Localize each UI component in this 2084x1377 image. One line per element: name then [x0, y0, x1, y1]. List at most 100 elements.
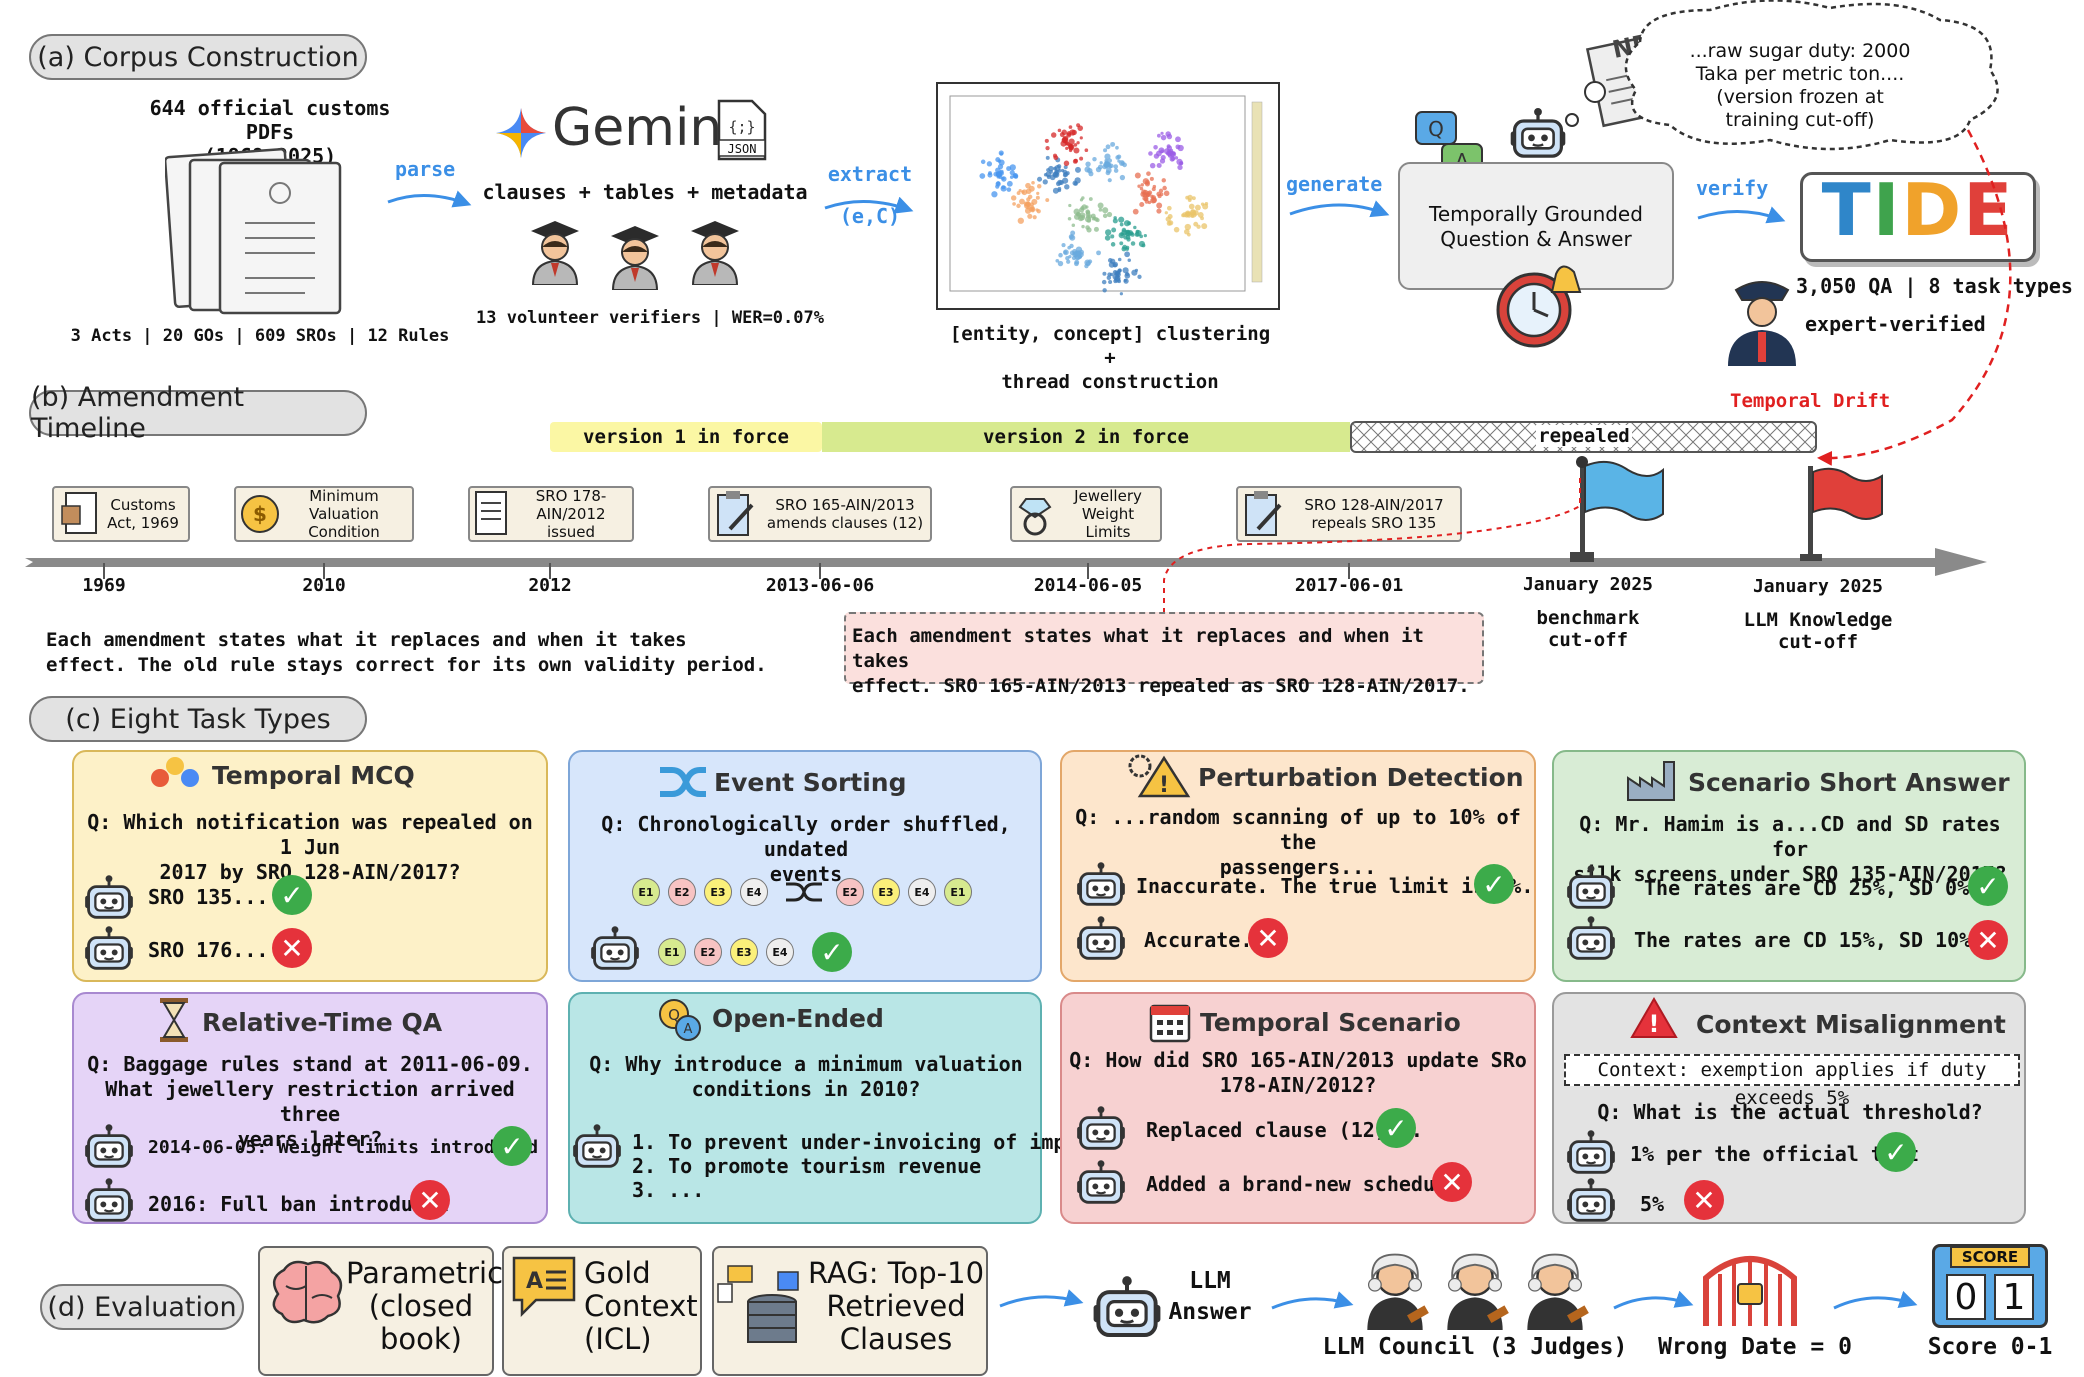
timeline-note-repeal: Each amendment states what it replaces a…	[844, 612, 1484, 697]
ctx-title: Context Misalignment	[1696, 1010, 2006, 1039]
tide-badge	[1800, 172, 2036, 262]
svg-text:Q: Q	[668, 1006, 680, 1024]
svg-text:!: !	[1159, 773, 1169, 798]
tick-2010	[323, 563, 325, 579]
parse-label: parse	[395, 157, 456, 181]
date-2017: 2017-06-01	[1294, 575, 1404, 596]
pdf-stats: 3 Acts | 20 GOs | 609 SROs | 12 Rules	[70, 326, 450, 346]
svg-text:A: A	[526, 1269, 543, 1294]
robot-icon	[84, 926, 134, 970]
ctx-answer-1: 1% per the official text	[1630, 1142, 1919, 1166]
mcq-title: Temporal MCQ	[212, 761, 415, 790]
score-digit-0: 0	[1946, 1274, 1986, 1320]
card-open-ended	[568, 992, 1042, 1224]
check-icon: ✓	[272, 875, 312, 915]
mcq-question: Q: Which notification was repealed on 1 …	[87, 810, 533, 884]
robot-icon	[84, 1124, 134, 1168]
sort-question: Q: Chronologically order shuffled, undat…	[601, 812, 1011, 886]
robot-icon	[1076, 862, 1126, 906]
generate-label: generate	[1286, 172, 1383, 196]
pert-title: Perturbation Detection	[1198, 763, 1524, 792]
svg-text:$: $	[253, 502, 267, 526]
rel-answer-1: 2014-06-05: Weight limits introduced	[148, 1137, 539, 1158]
tick-2017	[1348, 563, 1350, 579]
sort-row2-chip-e3: E3	[730, 938, 758, 966]
check-icon: ✓	[492, 1126, 532, 1166]
json-label: JSON	[727, 142, 757, 156]
card-perturbation	[1060, 750, 1536, 982]
event-min-valuation: Minimum Valuation Condition	[234, 486, 414, 542]
document-stamp-icon	[61, 492, 97, 534]
arrows-a	[387, 190, 1786, 224]
robot-icon	[590, 926, 640, 970]
brain-icon	[272, 1260, 343, 1324]
expert-verified: expert-verified	[1805, 312, 1986, 336]
tick-1969	[103, 563, 105, 579]
phase-v1: version 1 in force	[550, 422, 822, 452]
scen-title: Scenario Short Answer	[1688, 768, 2010, 797]
verifiers-stats: 13 volunteer verifiers | WER=0.07%	[476, 308, 824, 328]
open-title: Open-Ended	[712, 1004, 884, 1033]
sort-row2-chip-e1: E1	[658, 938, 686, 966]
svg-text:A: A	[684, 1022, 693, 1037]
wrong-date: Wrong Date = 0	[1658, 1334, 1852, 1360]
cross-icon: ✕	[1684, 1180, 1724, 1220]
clipboard-pen-icon	[717, 491, 754, 536]
date-2012: 2012	[528, 575, 572, 596]
gemini-logo-text: Gemini	[552, 98, 737, 158]
cross-icon: ✕	[410, 1180, 450, 1220]
qa-chat-icon: QA	[659, 999, 701, 1041]
check-icon: ✓	[1968, 866, 2008, 906]
card-relative-time	[72, 992, 548, 1224]
svg-text:{;}: {;}	[728, 118, 755, 136]
robot-icon	[1566, 865, 1616, 909]
rel-title: Relative-Time QA	[202, 1008, 443, 1037]
timeline-note: Each amendment states what it replaces a…	[46, 629, 767, 676]
alert-triangle-icon: !	[1630, 997, 1678, 1038]
ctx-context: Context: exemption applies if duty excee…	[1564, 1054, 2020, 1109]
pert-question: Q: ...random scanning of up to 10% of th…	[1075, 805, 1521, 879]
check-icon: ✓	[1376, 1108, 1416, 1148]
pdf-stack-icon	[165, 148, 342, 315]
section-d-label: (d) Evaluation	[40, 1284, 244, 1330]
tick-2012	[549, 563, 551, 579]
qa-bubbles-icon: Q A	[1415, 111, 1483, 177]
sort-row1-sorted-chip-e4: E4	[908, 878, 936, 906]
sort-row1-shuffled-chip-e3: E3	[704, 878, 732, 906]
mcq-answer-2: SRO 176...	[148, 938, 269, 962]
ctx-answer-2: 5%	[1640, 1192, 1665, 1216]
sort-row2-chip-e2: E2	[694, 938, 722, 966]
timeline-axis	[25, 548, 1987, 576]
rel-question: Q: Baggage rules stand at 2011-06-09.Wha…	[87, 1052, 533, 1151]
json-file-icon: {;}	[717, 99, 767, 161]
section-a-label: (a) Corpus Construction	[29, 34, 367, 80]
cluster-caption: [entity, concept] clustering+thread cons…	[949, 323, 1271, 393]
tscen-answer-2: Added a brand-new schedule	[1146, 1172, 1460, 1196]
svg-text:Q: Q	[1428, 117, 1444, 141]
svg-text:!: !	[1649, 1010, 1660, 1038]
tgqa-box	[1398, 162, 1674, 290]
shuffle-arrow-icon	[786, 882, 822, 902]
calendar-icon	[1149, 1004, 1191, 1043]
date-2010: 2010	[302, 575, 346, 596]
locked-gate-icon	[1703, 1256, 1797, 1326]
verify-label: verify	[1696, 176, 1769, 200]
robot-icon	[1076, 916, 1126, 960]
clipboard-pen-icon-2	[1245, 491, 1282, 536]
date-2013: 2013-06-06	[765, 575, 875, 596]
scen-answer-2: The rates are CD 15%, SD 10%	[1634, 928, 1972, 952]
date-2014: 2014-06-05	[1033, 575, 1143, 596]
sort-row2-chip-e4: E4	[766, 938, 794, 966]
ctx-question: Q: What is the actual threshold?	[1597, 1100, 1983, 1124]
sort-row1-shuffled-chip-e2: E2	[668, 878, 696, 906]
llm-cutoff-flag-icon	[1800, 466, 1883, 561]
sort-title: Event Sorting	[714, 768, 907, 797]
drift-lines	[1163, 129, 2012, 612]
score-digit-1: 1	[1994, 1274, 2034, 1320]
